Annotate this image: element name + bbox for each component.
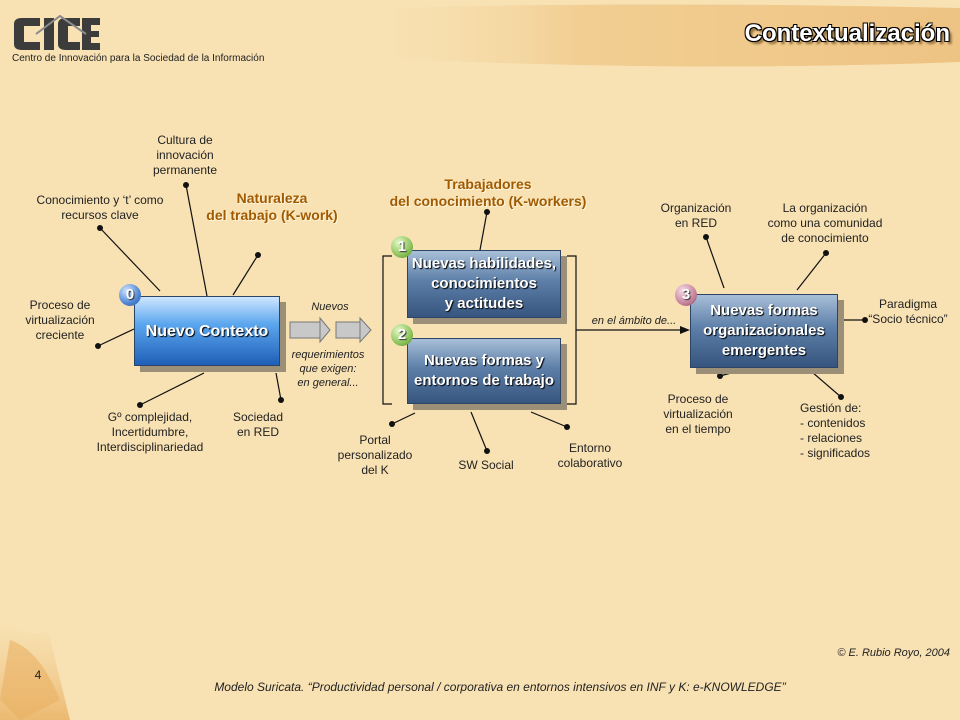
spoke-conocimiento: Conocimiento y ‘t’ como recursos clave <box>36 193 164 222</box>
spoke-line-virtualizacion <box>97 328 135 347</box>
spoke-line-portal <box>391 412 416 425</box>
spoke-proceso-virtualizacion: Proceso de virtualización en el tiempo <box>663 392 733 436</box>
badge-1: 1 <box>391 236 413 258</box>
spoke-line-conocimiento <box>99 227 161 292</box>
caption: Modelo Suricata. “Productividad personal… <box>214 680 786 694</box>
logo-mark <box>14 14 100 50</box>
spoke-organizacion-red: Organización en RED <box>660 201 732 230</box>
spoke-line-proceso <box>719 369 743 377</box>
badge-0: 0 <box>119 284 141 306</box>
connector-label: en el ámbito de... <box>591 315 677 327</box>
org-name: Centro de Innovación para la Sociedad de… <box>12 53 265 64</box>
spoke-line-swsocial <box>470 411 488 452</box>
transition-top: Nuevos <box>311 301 349 313</box>
box-nuevas-formas-trabajo: Nuevas formas y entornos de trabajo <box>407 338 561 404</box>
spoke-line-trabajadores <box>479 211 488 251</box>
spoke-line-red <box>275 372 282 401</box>
spoke-sw-social: SW Social <box>458 458 514 472</box>
spoke-line-comunidad <box>796 252 827 291</box>
spoke-paradigma: Paradigma “Socio técnico” <box>868 297 948 326</box>
box-nuevas-formas-organizacionales: Nuevas formas organizacionales emergente… <box>690 294 838 368</box>
bracket-left <box>382 255 392 405</box>
copyright: © E. Rubio Royo, 2004 <box>837 647 950 659</box>
spoke-line-cultura <box>185 184 208 297</box>
transition-arrows <box>289 316 372 344</box>
spoke-gestion: Gestión de: - contenidos - relaciones - … <box>800 401 871 460</box>
bracket-right <box>567 255 577 405</box>
spoke-line-entorno <box>530 411 568 428</box>
spoke-line-org-red <box>705 236 725 289</box>
heading-naturaleza: Naturaleza del trabajo (K-work) <box>206 190 338 223</box>
spoke-line-complejidad <box>139 372 205 406</box>
spoke-cultura: Cultura de innovación permanente <box>152 133 218 177</box>
spoke-sociedad-red: Sociedad en RED <box>232 410 284 439</box>
slide-title: Contextualización <box>744 20 950 47</box>
spoke-line-naturaleza <box>232 254 259 296</box>
spoke-line-gestion <box>811 371 842 398</box>
transition-bottom: requerimientos que exigen: en general... <box>291 349 365 389</box>
spoke-virtualizacion: Proceso de virtualización creciente <box>25 298 95 342</box>
box-nuevas-habilidades: Nuevas habilidades, conocimientos y acti… <box>407 250 561 318</box>
badge-3: 3 <box>675 284 697 306</box>
box-nuevo-contexto: Nuevo Contexto <box>134 296 280 366</box>
badge-2: 2 <box>391 324 413 346</box>
spoke-comunidad: La organización como una comunidad de co… <box>767 201 883 245</box>
spoke-complejidad: Gº complejidad, Incertidumbre, Interdisc… <box>96 410 204 454</box>
spoke-entorno: Entorno colaborativo <box>557 441 623 470</box>
heading-trabajadores: Trabajadores del conocimiento (K-workers… <box>389 176 587 209</box>
spoke-portal: Portal personalizado del K <box>337 433 413 477</box>
page-number: 4 <box>34 668 42 682</box>
